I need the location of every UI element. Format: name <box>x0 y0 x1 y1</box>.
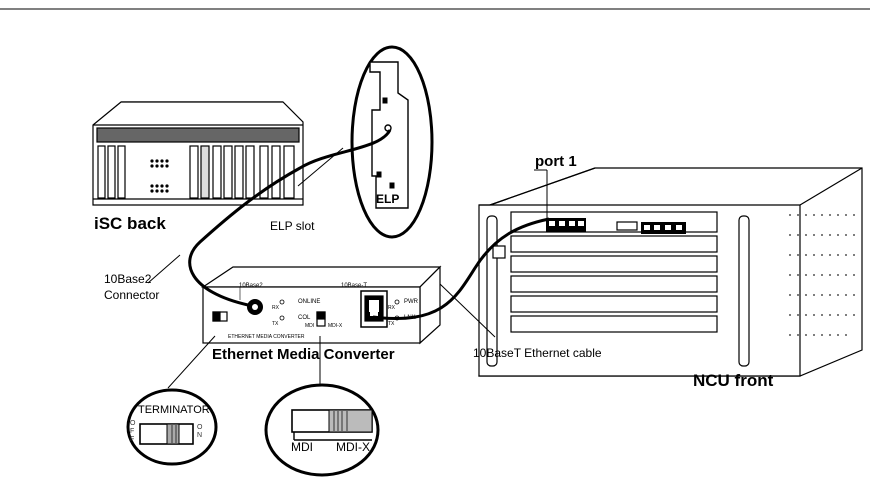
mdi-zoom-callout <box>266 385 378 475</box>
converter-col-label: COL <box>298 315 310 321</box>
converter-rx-label-1: RX <box>272 305 279 311</box>
isc-back-label: iSC back <box>94 214 166 234</box>
mdi-label: MDI <box>291 440 313 454</box>
ncu-front-label: NCU front <box>693 371 773 391</box>
converter-10baset-port-label: 10Base-T <box>341 283 367 289</box>
terminator-label: TERMINATOR <box>138 404 210 416</box>
10base2-label-line2: Connector <box>104 288 159 302</box>
converter-online-label: ONLINE <box>298 299 320 305</box>
converter-tx-label-1: TX <box>272 321 278 327</box>
bnc-port-center <box>252 304 258 310</box>
media-converter-box <box>203 267 440 343</box>
converter-lnk-label: LNK <box>404 315 416 321</box>
ncu-front-chassis <box>479 168 862 376</box>
converter-switch-mdi-label: MDI <box>305 323 314 329</box>
10base2-label-line1: 10Base2 <box>104 272 151 286</box>
elp-card-label: ELP <box>376 192 399 206</box>
media-converter-label: Ethernet Media Converter <box>212 346 395 363</box>
converter-switch-mdix-label: MDI-X <box>328 323 342 329</box>
converter-tx-label-2: TX <box>388 321 394 327</box>
elp-slot-label: ELP slot <box>270 219 314 233</box>
mdi-x-label: MDI-X <box>336 440 370 454</box>
converter-panel-caption: ETHERNET MEDIA CONVERTER <box>228 334 305 340</box>
10baset-cable-label: 10BaseT Ethernet cable <box>473 346 602 360</box>
elp-zoom-callout <box>352 47 432 237</box>
isc-back-chassis <box>93 102 303 205</box>
converter-pwr-label: PWR <box>404 299 418 305</box>
terminator-on-label: ON <box>197 424 203 440</box>
port-1-label: port 1 <box>535 153 577 170</box>
converter-rx-label-2: RX <box>388 305 395 311</box>
terminator-off-label: OFF <box>130 420 136 444</box>
converter-10base2-port-label: 10Base2 <box>239 283 263 289</box>
